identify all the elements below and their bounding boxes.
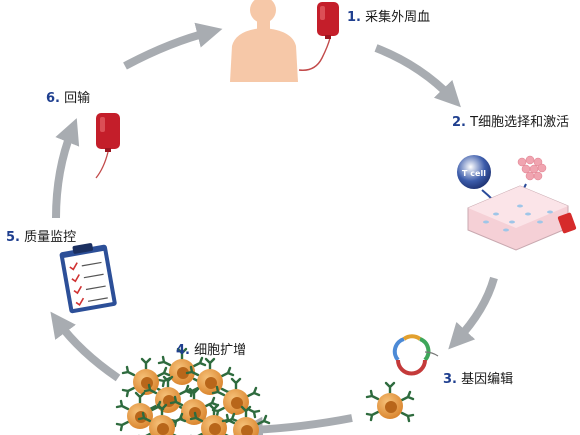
t-cell-icon: T cell [457,155,491,189]
step-text: 采集外周血 [365,10,431,25]
step-number: 4. [176,343,190,358]
car-t-cell-icon [365,381,415,423]
blood-tube [298,37,331,71]
step-2-label: 2. T细胞选择和激活 [452,111,569,130]
step-text: 质量监控 [24,230,77,245]
step-6-label: 6. 回输 [46,87,90,106]
culture-flask-icon [467,185,577,251]
expanded-cells-cluster [115,347,271,435]
cycle-arrows [50,22,498,435]
step-number: 3. [443,372,457,387]
plasmid-icon [392,334,439,376]
arrow-6-to-1 [123,22,223,70]
step-3-label: 3. 基因编辑 [443,368,513,387]
step-1-label: 1. 采集外周血 [347,6,430,25]
step-number: 2. [452,115,466,130]
arrow-2-to-3 [448,276,498,350]
step-text: 回输 [64,91,91,106]
arrow-1-to-2 [374,44,461,108]
step-number: 6. [46,91,60,106]
step-number: 5. [6,230,20,245]
human-body-icon [230,0,298,82]
step-text: 基因编辑 [461,372,514,387]
t-cell-text: T cell [462,169,486,178]
arrow-4-to-5 [50,311,121,382]
arrow-5-to-6 [52,118,80,219]
step-5-label: 5. 质量监控 [6,226,76,245]
arrow-3-to-4 [237,414,353,435]
step-4-label: 4. 细胞扩增 [176,339,246,358]
blood-bag-icon [95,113,120,179]
blood-bag-icon [317,2,339,39]
step-text: 细胞扩增 [194,343,247,358]
step-text: T细胞选择和激活 [470,115,570,130]
clipboard-icon [59,243,117,314]
activation-beads [517,155,547,181]
step-number: 1. [347,10,361,25]
